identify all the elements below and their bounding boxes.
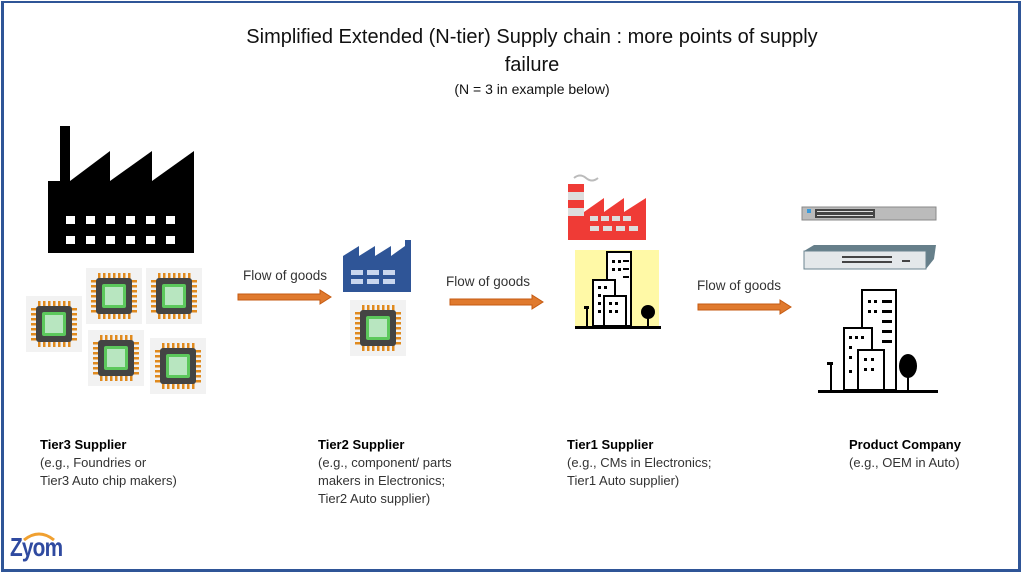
- tier1-title: Tier1 Supplier: [567, 437, 654, 452]
- tier2-description: Tier2 Supplier (e.g., component/ parts mak…: [318, 436, 452, 508]
- factory-icon-tier3: [48, 126, 194, 253]
- city-buildings-icon-product: [818, 289, 938, 393]
- microchip-icon: [86, 268, 142, 324]
- tier2-line: Tier2 Auto supplier): [318, 491, 431, 506]
- tier2-line: makers in Electronics;: [318, 473, 446, 488]
- tier3-line: Tier3 Auto chip makers): [40, 473, 177, 488]
- flow-label-2: Flow of goods: [446, 274, 531, 289]
- tier1-line: Tier1 Auto supplier): [567, 473, 680, 488]
- microchip-icon: [350, 300, 406, 356]
- tier3-line: (e.g., Foundries or: [40, 455, 147, 470]
- zyom-logo: Zyom: [10, 532, 63, 562]
- tier1-description: Tier1 Supplier (e.g., CMs in Electronics;…: [567, 436, 712, 490]
- arrow-right-icon: [449, 294, 544, 310]
- factory-icon-tier1: [568, 174, 646, 240]
- flow-label-1: Flow of goods: [243, 268, 328, 283]
- network-switch-icon: [801, 206, 937, 221]
- logo-arc: [23, 532, 55, 541]
- title-line-1: Simplified Extended (N-tier) Supply chai…: [246, 26, 818, 48]
- network-switch-icon: [803, 245, 936, 270]
- microchip-icon: [150, 338, 206, 394]
- product-company-title: Product Company: [849, 437, 961, 452]
- title-line-2: failure: [504, 54, 560, 76]
- tier3-description: Tier3 Supplier (e.g., Foundries or Tier3 A…: [40, 436, 177, 490]
- tier1-line: (e.g., CMs in Electronics;: [567, 455, 712, 470]
- product-company-line: (e.g., OEM in Auto): [849, 455, 960, 470]
- arrow-right-icon: [237, 289, 332, 305]
- tier3-title: Tier3 Supplier: [40, 437, 127, 452]
- tier2-line: (e.g., component/ parts: [318, 455, 452, 470]
- city-buildings-icon-tier1: [575, 251, 661, 329]
- microchip-icon: [88, 330, 144, 386]
- microchip-icon: [26, 296, 82, 352]
- flow-label-3: Flow of goods: [697, 278, 782, 293]
- subtitle: (N = 3 in example below): [454, 81, 610, 97]
- microchip-icon: [146, 268, 202, 324]
- tier2-title: Tier2 Supplier: [318, 437, 405, 452]
- product-company-description: Product Company (e.g., OEM in Auto): [849, 436, 961, 472]
- factory-icon-tier2: [343, 240, 411, 292]
- arrow-right-icon: [697, 299, 792, 315]
